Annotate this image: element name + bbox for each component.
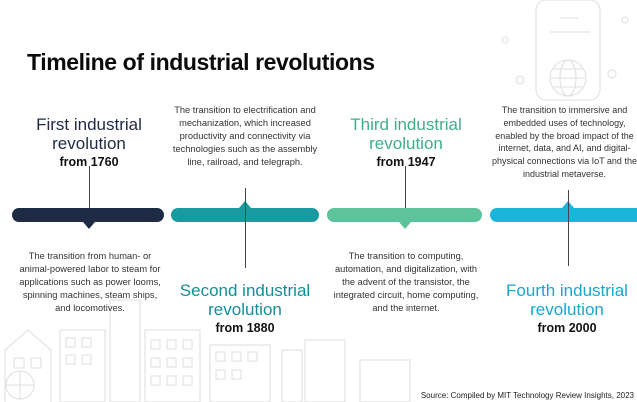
connector-line-3 (405, 166, 406, 208)
stage-1-name: First industrial revolution (36, 115, 142, 153)
connector-line-4 (568, 190, 569, 266)
timeline-segment-4 (490, 208, 637, 222)
timeline-pointer-1 (83, 222, 95, 229)
stage-3-year: from 1947 (376, 155, 436, 169)
stage-1-label-group: First industrial revolution from 1760 (14, 115, 164, 169)
device-outline (535, 0, 601, 101)
stage-3-label-group: Third industrial revolution from 1947 (330, 115, 482, 169)
page-title: Timeline of industrial revolutions (27, 49, 375, 75)
stage-3-name: Third industrial revolution (350, 115, 462, 153)
stage-1-year: from 1760 (59, 155, 119, 169)
timeline-segment-3 (327, 208, 482, 222)
stage-4-name: Fourth industrial revolution (506, 281, 628, 319)
stage-4-label-group: Fourth industrial revolution from 2000 (497, 281, 637, 335)
stage-2-label-group: Second industrial revolution from 1880 (168, 281, 322, 335)
connector-line-1 (89, 166, 90, 208)
stage-3-description: The transition to computing, automation,… (333, 251, 479, 313)
house-outline (4, 329, 52, 402)
stage-4-description: The transition to immersive and embedded… (492, 105, 637, 179)
timeline-segment-1 (12, 208, 164, 222)
source-note: Source: Compiled by MIT Technology Revie… (420, 391, 634, 400)
stage-2-year: from 1880 (215, 321, 275, 335)
connector-line-2 (245, 188, 246, 268)
timeline-pointer-3 (399, 222, 411, 229)
stage-4-year: from 2000 (537, 321, 597, 335)
stage-2-description: The transition to electrification and me… (172, 105, 318, 167)
stage-2-name: Second industrial revolution (179, 281, 311, 319)
stage-1-description: The transition from human- or animal-pow… (19, 251, 161, 313)
